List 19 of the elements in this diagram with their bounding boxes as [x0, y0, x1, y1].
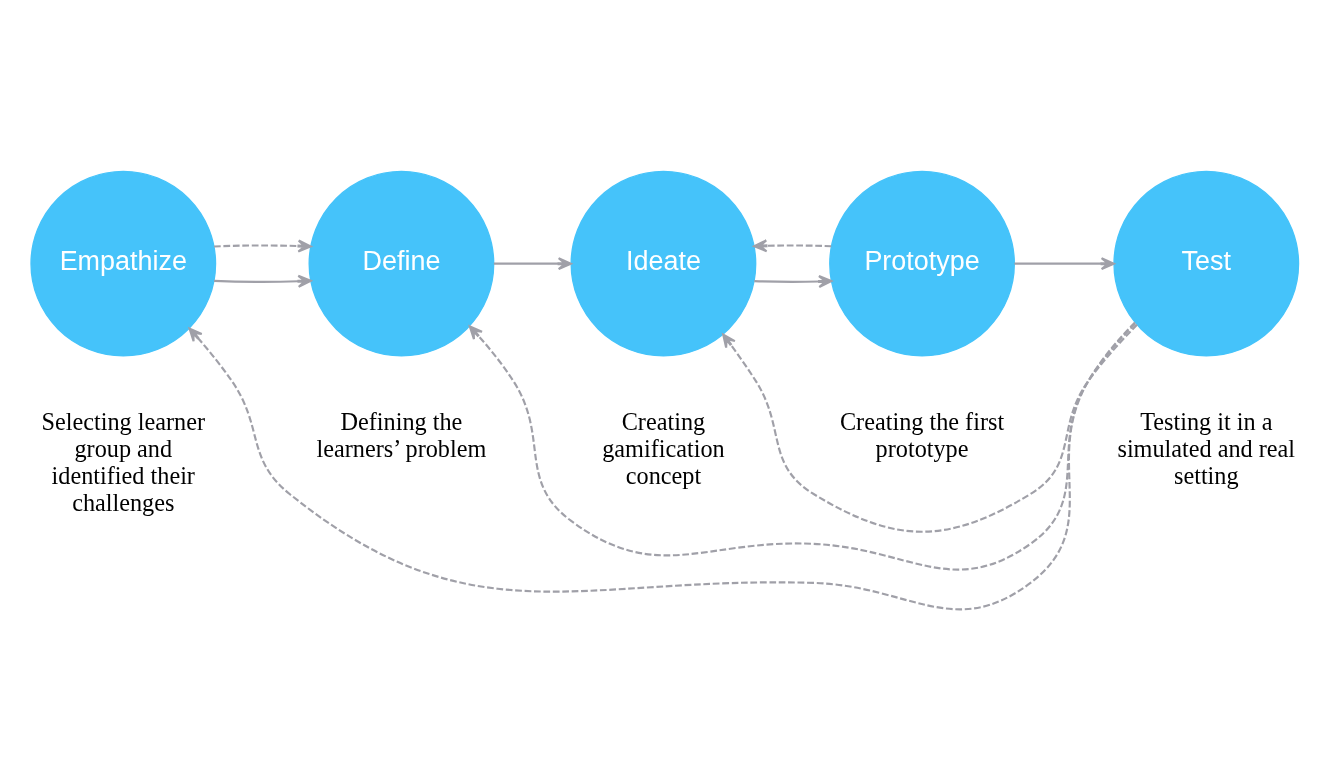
node-label: Creating the first prototype: [839, 407, 1005, 462]
node-label: Creating gamification concept: [602, 407, 725, 489]
arrow: [1014, 256, 1115, 270]
node-circle: Test: [1113, 170, 1300, 357]
arrow: [493, 256, 572, 270]
node-circle: Prototype: [829, 170, 1015, 357]
arrow: [754, 274, 833, 288]
arrow: [188, 321, 1136, 610]
node-label: Testing it in a simulated and real setting: [1117, 407, 1296, 489]
node-circle: Ideate: [570, 170, 757, 357]
arrow: [214, 274, 312, 288]
arrow: [722, 323, 1138, 533]
node-label: Selecting learner group and identified their challenges: [41, 407, 206, 516]
node-label: Defining the learners’ problem: [316, 407, 487, 462]
node-circle: Empathize: [30, 170, 217, 357]
arrow: [468, 322, 1136, 570]
arrow: [753, 238, 832, 252]
arrow: [214, 239, 312, 253]
node-circle: Define: [308, 170, 495, 357]
